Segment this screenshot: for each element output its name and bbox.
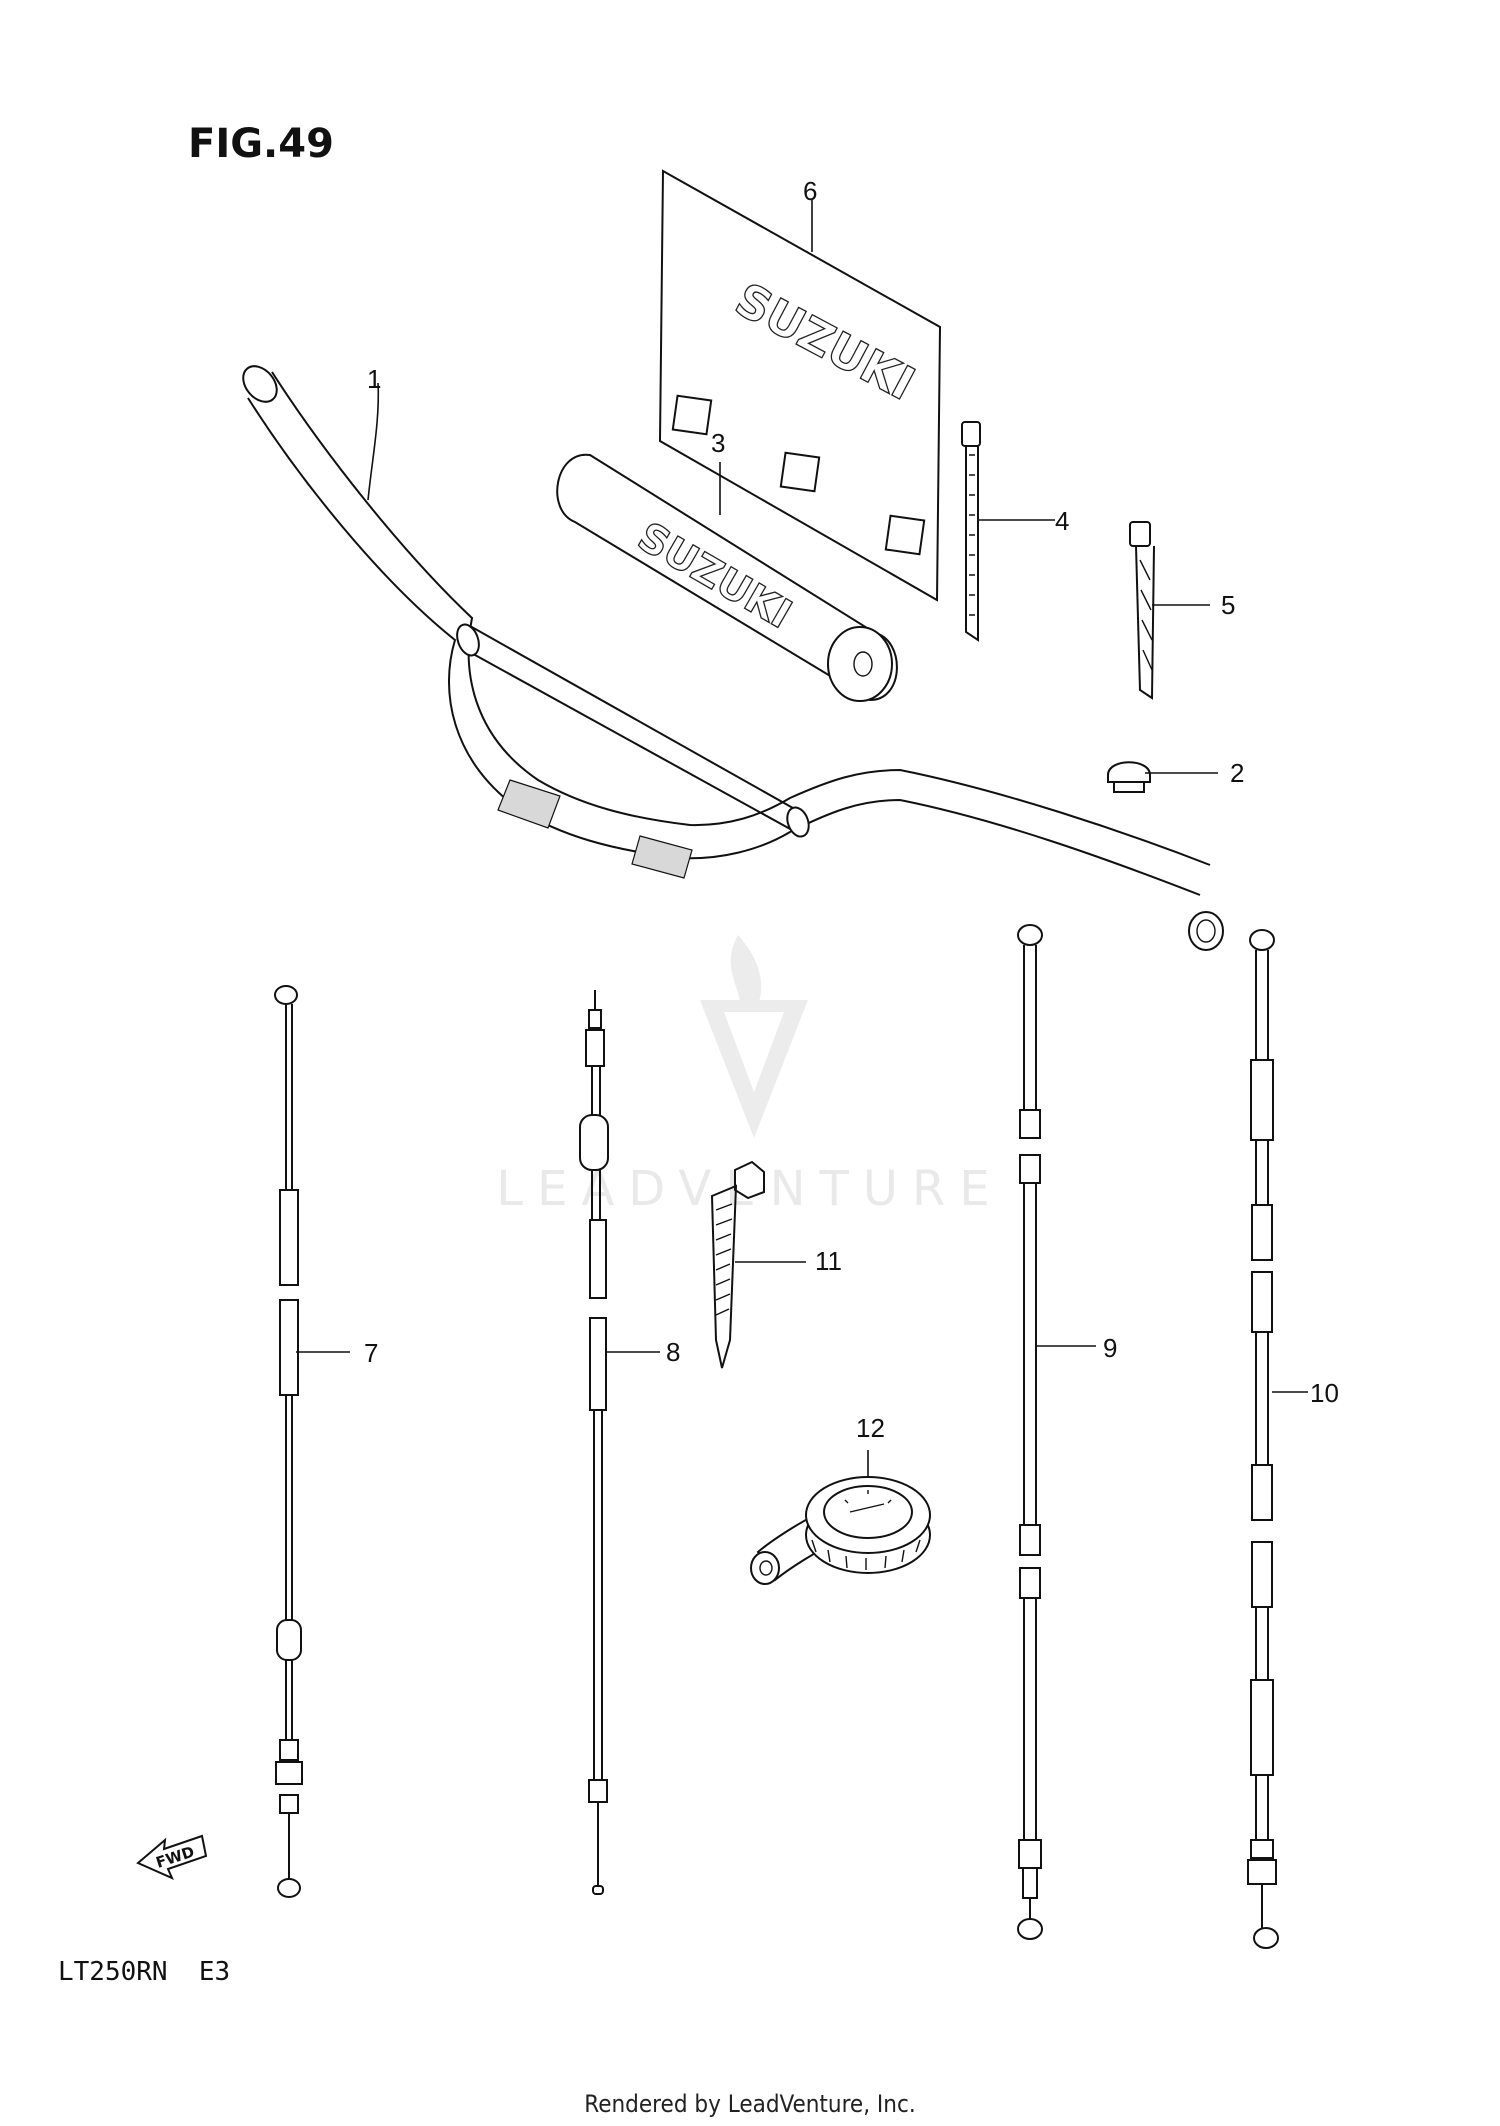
callout-9: 9 — [1103, 1333, 1117, 1363]
part-2-grommet-cap — [1107, 761, 1151, 793]
callout-labels: 1 2 3 4 5 6 7 8 9 10 11 12 — [364, 176, 1339, 1443]
callout-6: 6 — [803, 176, 817, 206]
part-12-pressure-gauge — [750, 1476, 931, 1585]
leader-lines — [296, 200, 1308, 1478]
model-code: LT250RN E3 — [58, 1957, 230, 1987]
leadventure-logo-icon — [700, 935, 808, 1138]
callout-11: 11 — [815, 1246, 842, 1276]
fwd-arrow-icon: FWD — [136, 1834, 208, 1880]
callout-3: 3 — [711, 428, 725, 458]
figure-title: FIG.49 — [188, 121, 334, 167]
part-4-tie-strap — [961, 421, 981, 642]
callout-4: 4 — [1055, 506, 1069, 536]
part-7-cable — [274, 985, 303, 1898]
callout-2: 2 — [1230, 758, 1244, 788]
callout-10: 10 — [1310, 1378, 1339, 1408]
callout-12: 12 — [856, 1413, 885, 1443]
part-10-cable — [1247, 929, 1279, 1949]
callout-1: 1 — [367, 364, 381, 394]
decal-brand-text: SUZUKI — [727, 272, 924, 411]
callout-8: 8 — [666, 1337, 680, 1367]
part-9-cable — [1017, 924, 1043, 1940]
part-8-cable — [579, 990, 609, 1895]
part-5-clamp-band — [1129, 521, 1155, 700]
part-11-tie-strap — [710, 1160, 765, 1369]
part-3-handlebar-pad: SUZUKI — [556, 453, 898, 702]
footer-credit: Rendered by LeadVenture, Inc. — [584, 2090, 915, 2118]
callout-7: 7 — [364, 1338, 378, 1368]
part-1-handlebar — [242, 365, 1224, 951]
callout-5: 5 — [1221, 590, 1235, 620]
